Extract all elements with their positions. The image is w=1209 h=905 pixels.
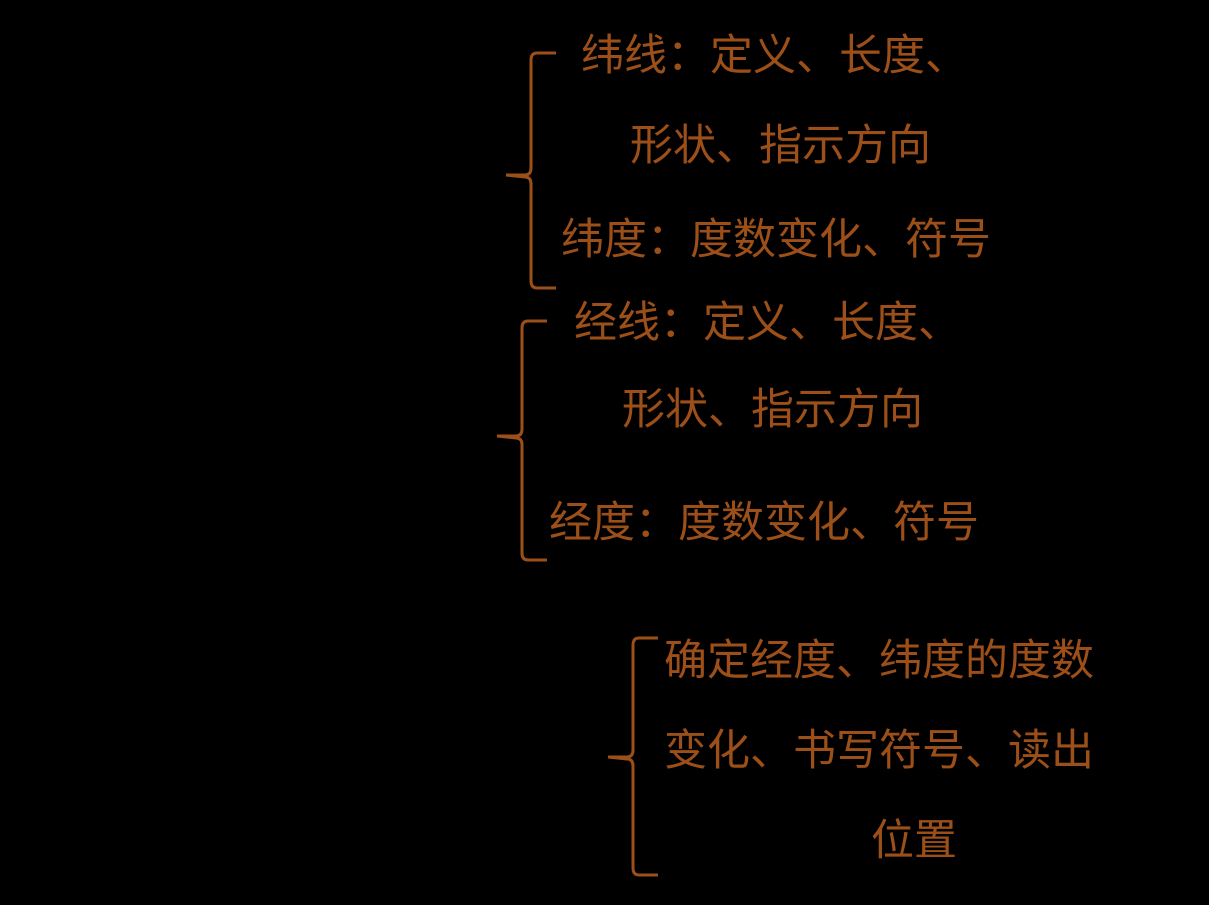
group-longitude-line-3: 经度：度数变化、符号 bbox=[549, 498, 979, 548]
group-latitude-line-3: 纬度：度数变化、符号 bbox=[561, 215, 991, 265]
group-latitude-line-2: 形状、指示方向 bbox=[630, 121, 931, 171]
group-reading-coordinates-line-2: 变化、书写符号、读出 bbox=[664, 726, 1094, 776]
group-longitude-line-1: 经线：定义、长度、 bbox=[574, 298, 961, 348]
group-longitude-line-2: 形状、指示方向 bbox=[622, 385, 923, 435]
group-reading-coordinates-line-3: 位置 bbox=[871, 816, 957, 866]
group-reading-coordinates-line-1: 确定经度、纬度的度数 bbox=[664, 636, 1094, 686]
group-latitude-line-1: 纬线：定义、长度、 bbox=[581, 31, 968, 81]
